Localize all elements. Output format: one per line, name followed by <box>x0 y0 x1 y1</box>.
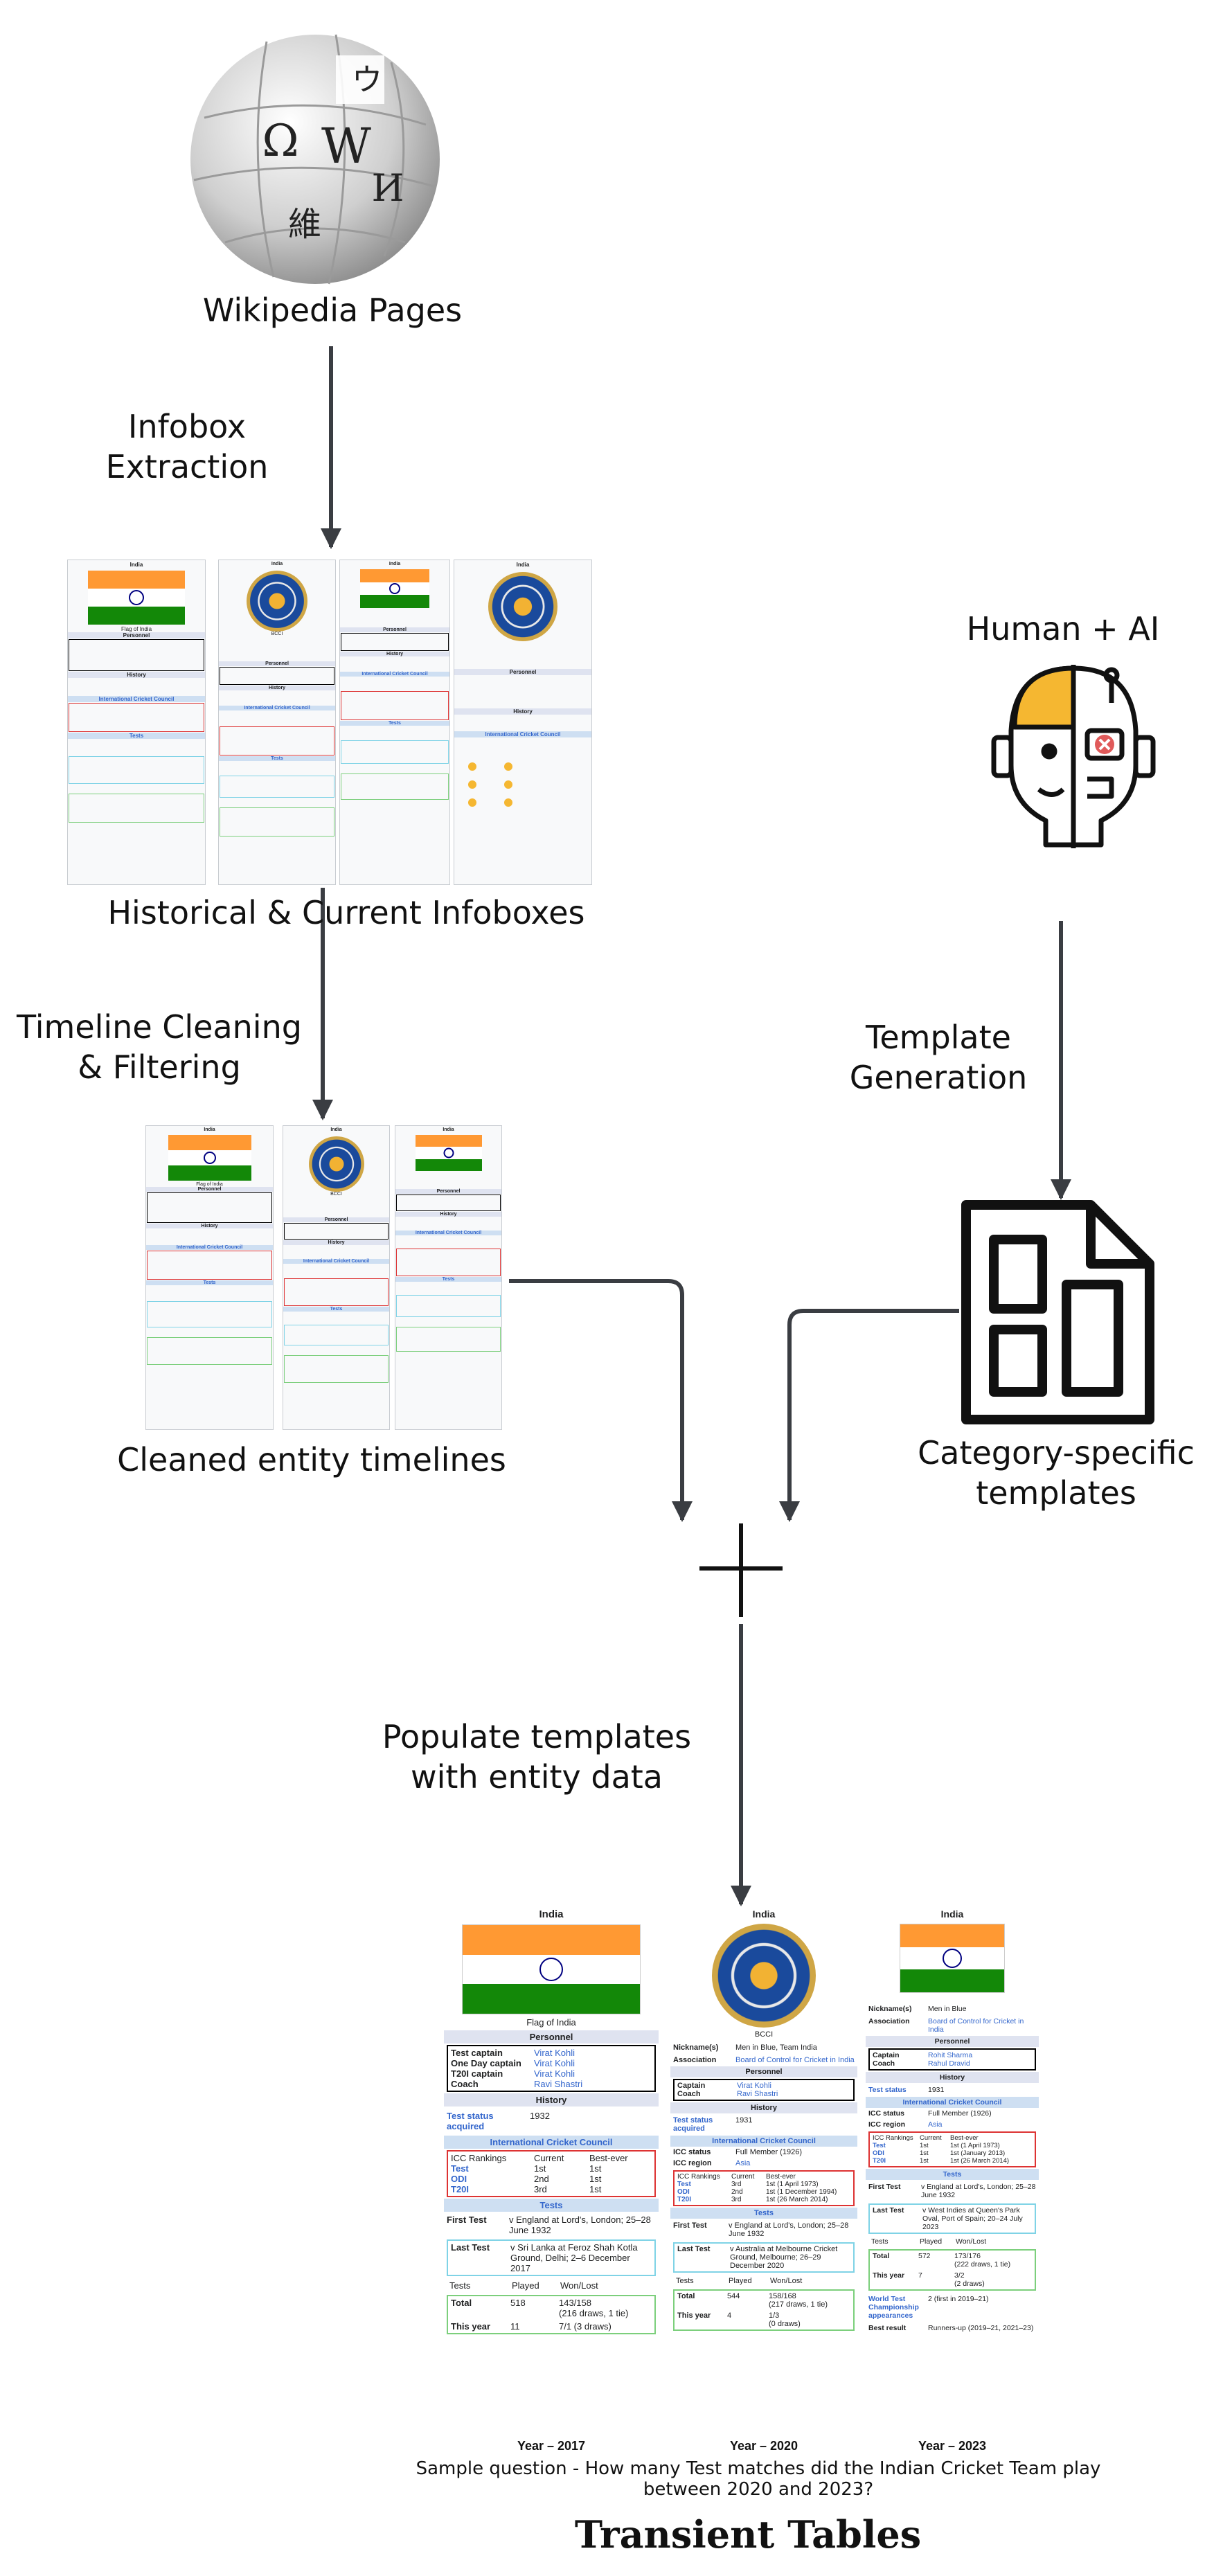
infobox-title: India <box>539 1908 564 1920</box>
label-historical-infoboxes: Historical & Current Infoboxes <box>107 894 585 931</box>
label-cleaned-timelines: Cleaned entity timelines <box>117 1441 506 1478</box>
human-ai-icon <box>991 665 1156 848</box>
label-infobox-extraction: Infobox Extraction <box>105 408 269 485</box>
label-timeline-cleaning: Timeline Cleaning & Filtering <box>17 1008 302 1086</box>
emblem-caption: BCCI <box>754 2030 774 2039</box>
year-label-2017: Year – 2017 <box>517 2439 586 2453</box>
icc-header: International Cricket Council <box>444 2136 659 2149</box>
thumb-cleaned-2020: India BCCI Personnel History Internation… <box>283 1125 390 1430</box>
infobox-2017: India Flag of India Personnel Test capta… <box>444 1907 659 2411</box>
test-status-key: Test status acquired <box>447 2111 494 2131</box>
thumb-cleaned-2017: India Flag of India Personnel History In… <box>145 1125 274 1430</box>
icc-header: International Cricket Council <box>866 2097 1039 2108</box>
label-category-templates: Category-specific templates <box>918 1434 1195 1512</box>
history-header: History <box>670 2102 857 2113</box>
glyph-w: W <box>321 118 371 175</box>
sample-question: Sample question - How many Test matches … <box>416 2458 1101 2500</box>
personnel-header: Personnel <box>866 2036 1039 2047</box>
india-flag <box>900 1924 1005 1993</box>
thumb-cleaned-2023: India Personnel History International Cr… <box>395 1125 502 1430</box>
infobox-title: India <box>940 1908 964 1920</box>
icc-header: International Cricket Council <box>670 2136 857 2147</box>
glyph-i: И <box>371 166 404 210</box>
thumb-infobox-2023: India Personnel History International Cr… <box>339 560 450 885</box>
thumb-infobox-2020: India BCCI Personnel History Internation… <box>218 560 336 885</box>
plus-join-icon <box>699 1523 783 1617</box>
first-test-value: v England at Lord's, London; 25–28 June … <box>509 2215 651 2235</box>
figure-title: Transient Tables <box>574 2512 922 2557</box>
glyph-wei: 維 <box>288 205 321 244</box>
arrow-templates-to-join <box>779 1309 959 1522</box>
india-flag <box>462 1924 641 2014</box>
year-label-2023: Year – 2023 <box>918 2439 987 2453</box>
test-status-value: 1932 <box>530 2111 550 2121</box>
label-wikipedia-pages: Wikipedia Pages <box>202 292 463 329</box>
tests-header: Tests <box>444 2199 659 2212</box>
infobox-2020: India BCCI Nickname(s)Men in Blue, Team … <box>670 1907 857 2411</box>
label-human-ai: Human + AI <box>966 610 1160 647</box>
tests-header: Tests <box>670 2208 857 2219</box>
history-header: History <box>444 2093 659 2107</box>
glyph-omega: Ω <box>262 116 298 167</box>
tests-header: Tests <box>866 2169 1039 2180</box>
personnel-header: Personnel <box>444 2030 659 2043</box>
arrow-timelines-to-join <box>509 1279 693 1522</box>
thumb-infobox-2017: India Flag of India Personnel History In… <box>67 560 206 885</box>
flag-caption: Flag of India <box>526 2017 576 2028</box>
personnel-header: Personnel <box>670 2066 857 2077</box>
label-populate: Populate templates with entity data <box>382 1718 692 1796</box>
wikipedia-globe-icon: Ω W И 維 ウ <box>190 34 440 285</box>
year-label-2020: Year – 2020 <box>729 2439 798 2453</box>
glyph-u: ウ <box>352 62 382 98</box>
last-test-value: v Sri Lanka at Feroz Shah Kotla Ground, … <box>510 2242 638 2273</box>
history-header: History <box>866 2072 1039 2083</box>
label-template-generation: Template Generation <box>849 1019 1028 1096</box>
infobox-2023: India Nickname(s)Men in Blue Association… <box>866 1907 1039 2411</box>
infobox-title: India <box>752 1908 776 1920</box>
bcci-emblem <box>712 1924 816 2028</box>
thumb-infobox-current: India Personnel History International Cr… <box>454 560 592 885</box>
template-document-icon <box>961 1200 1154 1424</box>
